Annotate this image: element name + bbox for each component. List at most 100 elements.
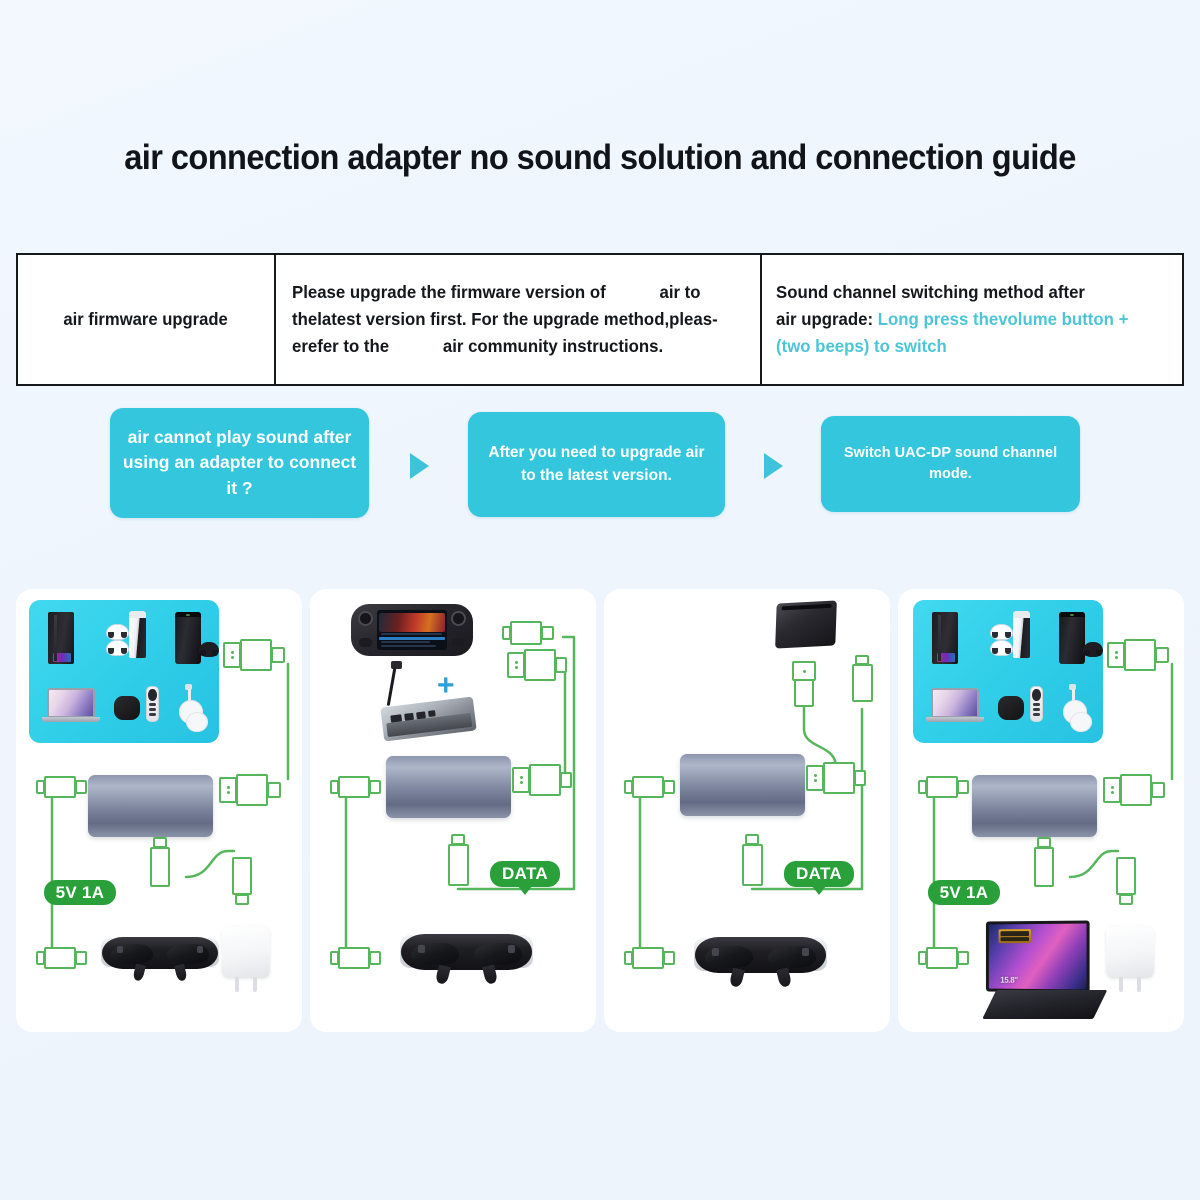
upgrade-line1-b: air to (659, 282, 701, 303)
hdmi-connector-hub (507, 652, 525, 678)
hdmi-connector-dock (792, 661, 816, 681)
hdmi-connector-top-tab (1155, 647, 1169, 663)
usbc-connector-left-end (330, 780, 339, 794)
usbc-glasses-connector (44, 947, 76, 969)
data-label-badge: DATA (490, 861, 560, 887)
table-cell-firmware-label: air firmware upgrade (18, 255, 276, 384)
wall-charger-device (222, 926, 270, 992)
usbc-data-connector-tab (745, 834, 759, 845)
chromecast-cable (1072, 689, 1075, 703)
usbc-data-connector (742, 844, 763, 886)
monitor-size-label: 15.8" (999, 975, 1018, 985)
apple-tv-remote-icon (146, 686, 159, 722)
air-adapter-device (386, 756, 511, 818)
hdmi-connector-adapter-in (512, 767, 530, 793)
usba-charger-connector-tab (1119, 894, 1133, 905)
usbc-connector-dock-tab (855, 655, 869, 665)
hdmi-connector-adapter-tab (267, 782, 281, 798)
hdmi-connector-adapter-in (219, 777, 237, 803)
upgrade-line3-b: air community instructions. (442, 335, 664, 356)
macbook-screen (931, 688, 979, 718)
device-collage (29, 600, 219, 743)
xbox-series-x-icon (175, 612, 201, 664)
usbc-monitor-connector-end (918, 951, 927, 965)
hdmi-connector-adapter-in (1103, 777, 1121, 803)
info-table: air firmware upgrade Please upgrade the … (16, 253, 1184, 386)
upgrade-line1-a: Please upgrade the firmware version of (292, 282, 606, 303)
pc-tower-icon (932, 612, 958, 664)
ps5-console-icon (1013, 611, 1030, 658)
upgrade-line2: thelatest version first. For the upgrade… (292, 309, 718, 330)
hdmi-connector-adapter-tab (560, 772, 572, 788)
hdmi-connector-top-tab (271, 647, 285, 663)
hdmi-connector-top-body (240, 639, 272, 671)
usbc-monitor-connector-tab (957, 951, 969, 965)
device-collage (913, 600, 1103, 743)
flow-step-upgrade: After you need to upgrade air to the lat… (468, 412, 725, 517)
usbc-power-connector-tab (1037, 837, 1051, 848)
hdmi-connector-adapter-body (823, 762, 855, 794)
hdmi-connector-adapter-tab (854, 770, 866, 786)
flow-arrow-icon-2 (764, 453, 783, 479)
usbc-glasses-connector-tab (75, 951, 87, 965)
apple-tv-box-icon (998, 696, 1024, 720)
steam-deck-device (351, 604, 473, 656)
chromecast-plug (185, 684, 192, 690)
hdmi-connector-adapter-tab (1151, 782, 1165, 798)
sound-channel-note-text: Sound channel switching method after air… (776, 279, 1128, 360)
usbc-connector-left-tab (75, 780, 87, 794)
usba-charger-connector (1116, 857, 1136, 895)
xbox-controller-icon (199, 642, 219, 657)
hdmi-connector-hub-tab (555, 657, 567, 673)
air-adapter-device (88, 775, 213, 837)
ar-glasses-device (100, 934, 220, 983)
hdmi-connector-adapter-body (529, 764, 561, 796)
usbc-connector-dock (852, 664, 873, 702)
monitor-stand (982, 989, 1108, 1019)
ps5-controller-icon (990, 624, 1013, 640)
plus-symbol: + (437, 669, 455, 702)
power-rating-badge: 5V 1A (928, 880, 1000, 905)
usbc-connector-left-tab (369, 780, 381, 794)
flow-step-problem: air cannot play sound after using an ada… (110, 408, 369, 518)
panel-switch-dock-to-glasses: DATA (604, 589, 890, 1032)
portable-monitor-device: 15.8" (980, 920, 1108, 1019)
usba-charger-connector-tab (235, 894, 249, 905)
firmware-upgrade-label: air firmware upgrade (63, 309, 229, 329)
usbc-connector-left (338, 776, 370, 798)
chromecast-plug (1069, 684, 1076, 690)
usbc-glasses-connector (338, 947, 370, 969)
hdmi-connector-dock-body (794, 679, 814, 707)
monitor-screen: 15.8" (985, 920, 1090, 993)
note-highlight-a: Long press thevolume button + (877, 309, 1129, 330)
usbc-power-connector (150, 847, 170, 887)
note-line1: Sound channel switching method after (776, 282, 1085, 303)
usba-charger-connector (232, 857, 252, 895)
hdmi-connector-adapter-body (236, 774, 268, 806)
usbc-glasses-connector-end (36, 951, 45, 965)
usbc-connector-deck-end (502, 626, 511, 640)
upgrade-instructions-text: Please upgrade the firmware version of ai… (292, 279, 718, 360)
note-line2-a: air upgrade: (776, 309, 874, 330)
macbook-base (42, 717, 100, 722)
usbc-connector-left-end (918, 780, 927, 794)
wall-charger-device (1106, 926, 1154, 992)
usbc-monitor-connector (926, 947, 958, 969)
chromecast-body-icon-2 (186, 712, 208, 732)
macbook-screen (47, 688, 95, 718)
power-rating-badge: 5V 1A (44, 880, 116, 905)
usbc-glasses-connector-tab (369, 951, 381, 965)
hub-cable (386, 668, 397, 706)
flow-step-switch-mode: Switch UAC-DP sound channel mode. (821, 416, 1080, 512)
usbc-connector-left (926, 776, 958, 798)
xbox-controller-icon (1083, 642, 1103, 657)
xbox-series-x-icon (1059, 612, 1085, 664)
usbc-power-connector-tab (153, 837, 167, 848)
macbook-base (926, 717, 984, 722)
monitor-logo-badge (998, 929, 1031, 944)
flow-arrow-icon-1 (410, 453, 429, 479)
page-title: air connection adapter no sound solution… (124, 138, 1076, 177)
usbc-glasses-connector-end (330, 951, 339, 965)
hdmi-connector-hub-body (524, 649, 556, 681)
hdmi-connector-top (223, 642, 241, 668)
